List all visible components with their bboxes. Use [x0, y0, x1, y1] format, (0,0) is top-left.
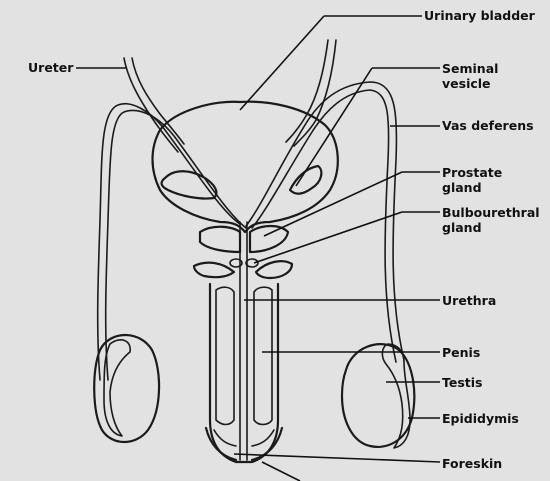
label-vas-deferens: Vas deferens [442, 118, 534, 133]
label-penis: Penis [442, 345, 480, 360]
leader-prostate [263, 171, 403, 237]
label-urinary-bladder: Urinary bladder [424, 8, 535, 23]
label-penis-text: Penis [442, 345, 481, 360]
label-prostate-gland: Prostate gland [442, 165, 502, 195]
glans [204, 426, 284, 462]
penis-shaft-outer [208, 282, 280, 464]
label-foreskin: Foreskin [442, 456, 502, 471]
ureter-left [123, 57, 179, 153]
prostate-shape [198, 225, 242, 254]
ureter-left-2 [131, 57, 185, 145]
label-bulbourethral-gland: Bulbourethral gland [442, 205, 540, 235]
label-vas-deferens-text: Vas deferens [442, 118, 534, 133]
seminal-vesicle-left [160, 170, 218, 200]
leader-seminal [295, 67, 373, 187]
prostate-shape-right [248, 224, 290, 254]
epididymis-left [103, 339, 131, 437]
leader-urinary-bladder [239, 15, 325, 111]
label-seminal-line1: Seminal [442, 61, 499, 76]
leader-glans-extra [261, 461, 301, 481]
label-urethra: Urethra [442, 293, 496, 308]
label-seminal-line2: vesicle [442, 76, 491, 91]
penis-base-left [192, 261, 236, 279]
epididymis-right [381, 343, 411, 449]
foreskin-shape [213, 429, 275, 447]
bulbourethral-right [245, 258, 259, 268]
penis-base-right [254, 260, 294, 280]
vas-deferens-right [245, 81, 405, 361]
label-urethra-text: Urethra [442, 293, 497, 308]
bulbourethral-left [229, 258, 243, 268]
seminal-vesicle-right [288, 164, 323, 195]
label-testis: Testis [442, 375, 483, 390]
label-bulbourethral-line2: gland [442, 220, 482, 235]
label-epididymis-text: Epididymis [442, 411, 519, 426]
vas-deferens-left-2 [104, 109, 247, 381]
label-bulbourethral-line1: Bulbourethral [442, 205, 540, 220]
label-epididymis: Epididymis [442, 411, 519, 426]
ureter-right [285, 39, 329, 143]
label-ureter-text: Ureter [28, 60, 74, 75]
leader-foreskin [233, 453, 441, 463]
vas-deferens-right-2 [251, 89, 397, 363]
label-testis-text: Testis [442, 375, 483, 390]
label-foreskin-text: Foreskin [442, 456, 503, 471]
label-prostate-line1: Prostate [442, 165, 503, 180]
label-ureter: Ureter [28, 60, 73, 75]
urinary-bladder-shape [151, 100, 339, 234]
ureter-right-2 [293, 39, 337, 147]
penis-shaft-left [215, 286, 235, 426]
vas-deferens-left [96, 103, 241, 381]
label-seminal-vesicle: Seminal vesicle [442, 61, 498, 91]
testis-left [93, 334, 161, 444]
label-urinary-bladder-text: Urinary bladder [424, 8, 535, 23]
label-prostate-line2: gland [442, 180, 482, 195]
leader-bulbo [253, 211, 403, 264]
penis-shaft-right [253, 286, 273, 426]
